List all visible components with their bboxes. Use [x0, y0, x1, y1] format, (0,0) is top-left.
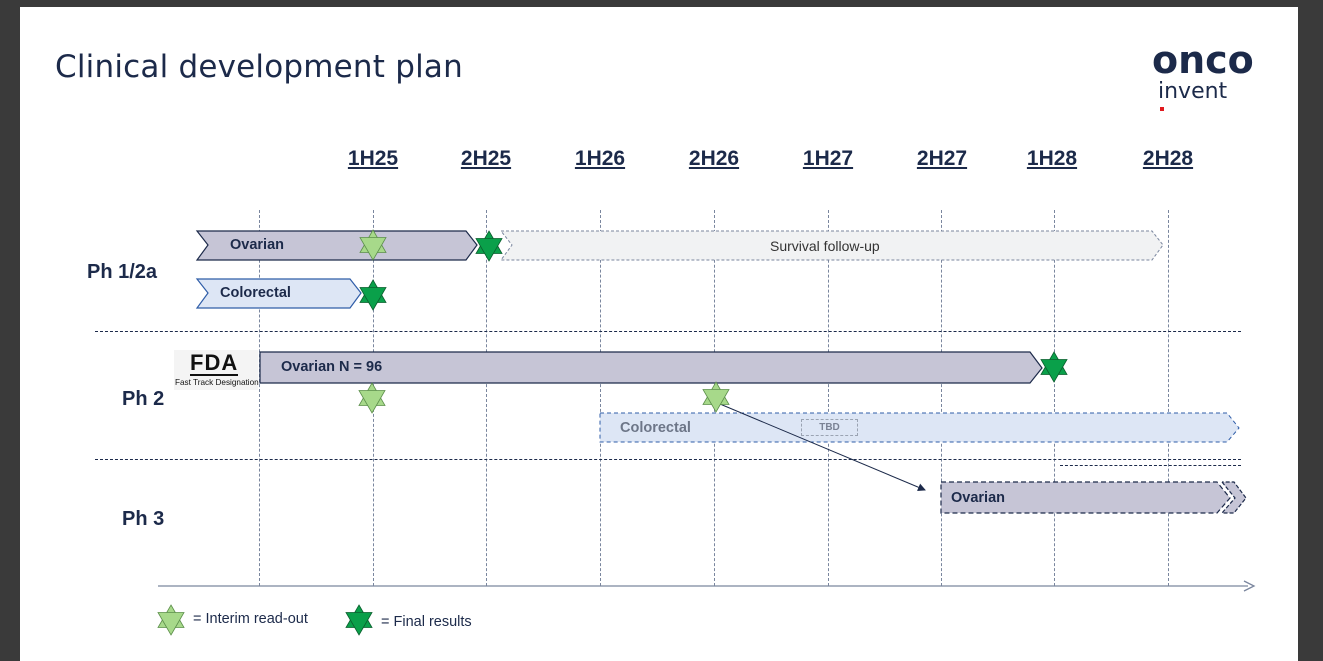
- fda-fast-track-badge: FDA Fast Track Designation: [174, 350, 259, 390]
- oncoinvent-logo: onco: [1152, 43, 1254, 77]
- logo-text: onco: [1152, 43, 1254, 77]
- legend-interim-label: = Interim read-out: [193, 611, 308, 627]
- bar-label-ph12a-colorectal: Colorectal: [220, 285, 291, 301]
- final-star-icon: [1040, 351, 1068, 383]
- fda-logo: FDA: [190, 350, 239, 376]
- bar-label-ph3-ovarian: Ovarian: [951, 490, 1005, 506]
- gridline: [486, 210, 487, 586]
- period-1h25: 1H25: [347, 147, 399, 170]
- phase-label-ph12a: Ph 1/2a: [87, 261, 158, 283]
- gridline: [259, 210, 260, 586]
- final-star-icon: [359, 279, 387, 311]
- gridline: [600, 210, 601, 586]
- period-2h25: 2H25: [460, 147, 512, 170]
- tbd-badge: TBD: [801, 419, 858, 436]
- phase-separator: [95, 459, 1241, 460]
- timeline-shapes: [157, 229, 1256, 636]
- period-2h28: 2H28: [1142, 147, 1194, 170]
- bar-label-ph2-colorectal: Colorectal: [620, 420, 691, 436]
- interim-star-icon: [702, 381, 730, 413]
- legend-final-star-icon: [345, 604, 373, 636]
- time-axis-arrowhead: [1243, 580, 1256, 592]
- period-2h27: 2H27: [916, 147, 968, 170]
- interim-to-ph3-arrow: [719, 403, 926, 491]
- final-star-icon: [475, 230, 503, 262]
- legend-interim-star-icon: [157, 604, 185, 636]
- phase-separator: [1060, 465, 1241, 466]
- interim-star-icon: [359, 229, 387, 261]
- bar-label-ph2-ovarian: Ovarian N = 96: [281, 359, 383, 375]
- bar-label-survival: Survival follow-up: [770, 238, 880, 254]
- logo-subtext: invent: [1158, 79, 1228, 104]
- gridline: [1054, 210, 1055, 586]
- phase-label-ph3: Ph 3: [122, 508, 165, 530]
- interim-star-icon: [358, 382, 386, 414]
- bar-ph3-ovarian: [940, 481, 1231, 514]
- logo-accent-dot: [1160, 107, 1164, 111]
- bar-ph3-ovarian-chevron: [1220, 481, 1247, 514]
- bar-ph2-ovarian: [259, 351, 1043, 384]
- bar-label-ph12a-ovarian: Ovarian: [230, 237, 284, 253]
- fda-designation-text: Fast Track Designation: [175, 378, 259, 387]
- period-1h27: 1H27: [802, 147, 854, 170]
- bar-ph2-colorectal: [599, 412, 1240, 443]
- legend-final-label: = Final results: [381, 614, 472, 630]
- period-1h26: 1H26: [574, 147, 626, 170]
- bar-ph12a-colorectal: [195, 278, 362, 309]
- phase-separator: [95, 331, 1241, 332]
- slide: Clinical development plan onco invent 1H…: [20, 7, 1298, 661]
- page-title: Clinical development plan: [55, 49, 463, 85]
- gridline: [828, 210, 829, 586]
- bar-survival-follow-up: [499, 230, 1164, 261]
- phase-label-ph2: Ph 2: [122, 388, 165, 410]
- gridline: [1168, 210, 1169, 586]
- bar-ph12a-ovarian: [195, 230, 478, 261]
- period-2h26: 2H26: [688, 147, 740, 170]
- gridline: [941, 210, 942, 586]
- period-1h28: 1H28: [1026, 147, 1078, 170]
